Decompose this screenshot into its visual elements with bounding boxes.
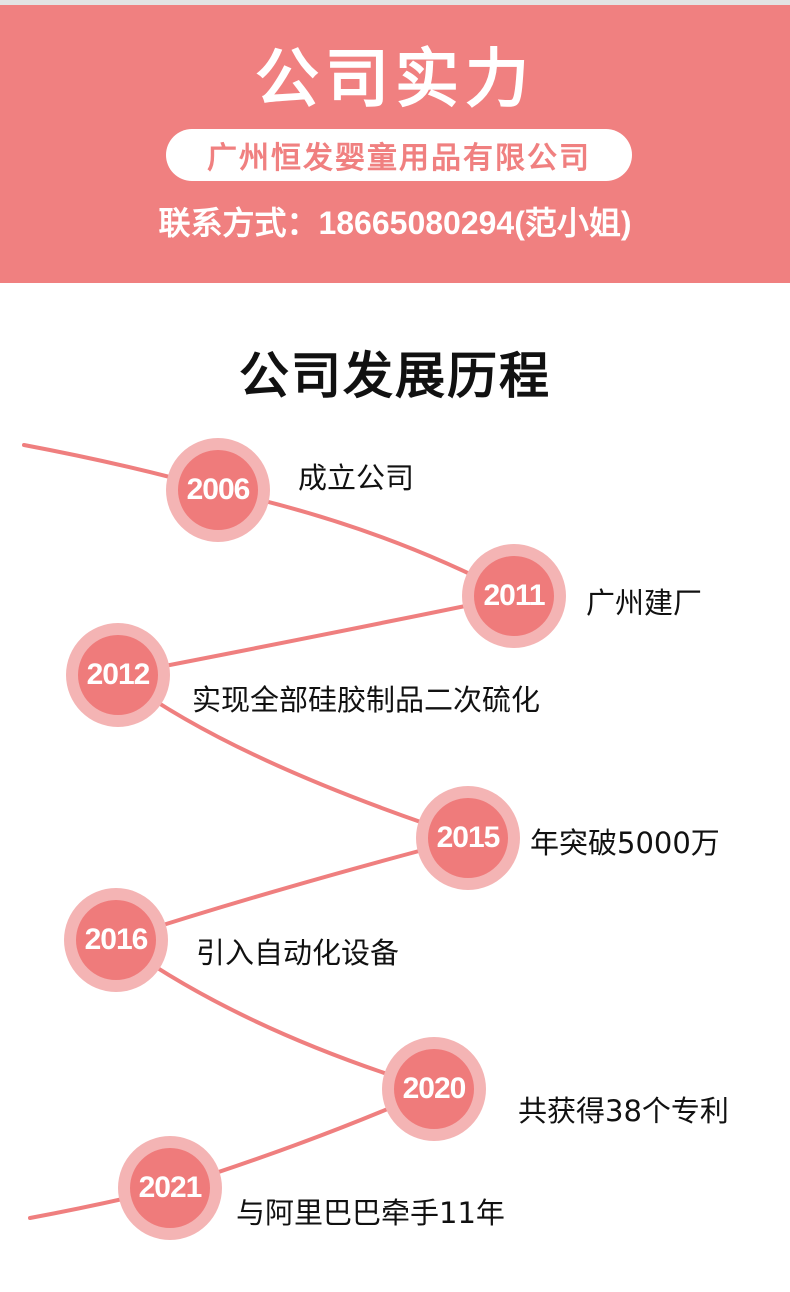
event-label: 实现全部硅胶制品二次硫化 [192, 683, 541, 717]
event-label: 引入自动化设备 [196, 936, 400, 970]
event-label: 广州建厂 [586, 586, 703, 620]
year-badge: 2016 [64, 888, 168, 992]
year-label: 2015 [428, 798, 508, 878]
contact-info: 联系方式：18665080294(范小姐) [158, 205, 632, 241]
year-label: 2021 [130, 1148, 210, 1228]
year-label: 2020 [394, 1049, 474, 1129]
year-label: 2011 [474, 556, 554, 636]
event-label: 与阿里巴巴牵手11年 [236, 1196, 505, 1230]
year-badge: 2011 [462, 544, 566, 648]
year-label: 2012 [78, 635, 158, 715]
section-title: 公司发展历程 [239, 347, 551, 405]
year-label: 2006 [178, 450, 258, 530]
year-badge: 2021 [118, 1136, 222, 1240]
year-label: 2016 [76, 900, 156, 980]
event-label: 成立公司 [298, 461, 415, 495]
event-label: 年突破5000万 [530, 826, 720, 860]
company-name-pill: 广州恒发婴童用品有限公司 [166, 129, 632, 181]
event-label: 共获得38个专利 [518, 1094, 729, 1128]
header-top-line [0, 0, 790, 5]
year-badge: 2015 [416, 786, 520, 890]
year-badge: 2012 [66, 623, 170, 727]
year-badge: 2006 [166, 438, 270, 542]
year-badge: 2020 [382, 1037, 486, 1141]
brand-title: 公司实力 [255, 43, 535, 117]
header-banner: 公司实力 广州恒发婴童用品有限公司 联系方式：18665080294(范小姐) [0, 0, 790, 283]
